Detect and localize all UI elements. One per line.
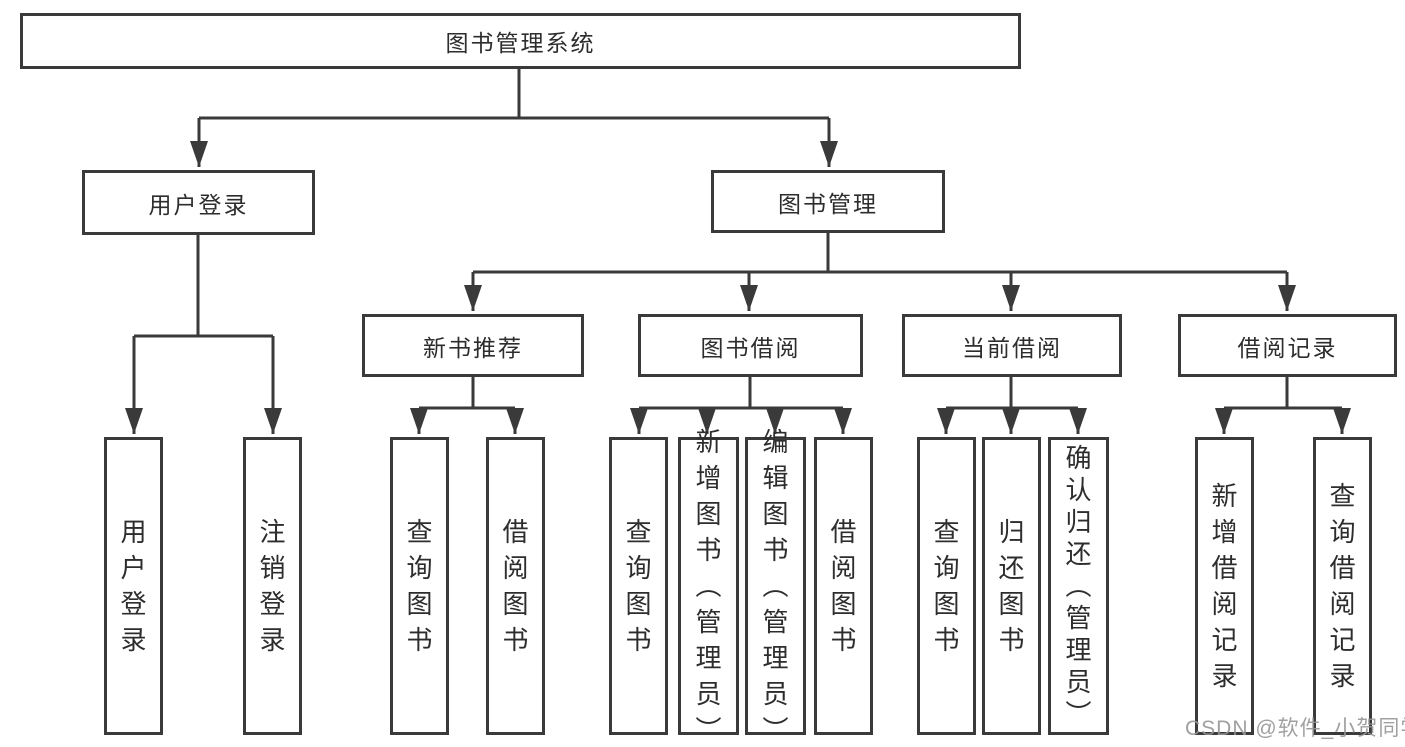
node-user-login-label: 用户登录 [148, 191, 249, 218]
leaf-query-borrow-record: 查询借阅记录 [1313, 437, 1372, 735]
leaf-add-books-admin-label: 新增图书︵管理员︶ [695, 427, 722, 745]
leaf-return-books: 归还图书 [982, 437, 1041, 735]
node-book-management-label: 图书管理 [778, 190, 878, 217]
leaf-query-books-recommend-label: 查询图书 [406, 517, 433, 655]
node-borrow-records-label: 借阅记录 [1237, 334, 1338, 361]
node-user-login: 用户登录 [82, 170, 315, 235]
node-root: 图书管理系统 [20, 13, 1021, 69]
leaf-logout: 注销登录 [243, 437, 302, 735]
leaf-edit-books-admin-label: 编辑图书︵管理员︶ [762, 427, 789, 745]
leaf-query-books-borrow: 查询图书 [609, 437, 668, 735]
leaf-borrow-books: 借阅图书 [814, 437, 873, 735]
node-borrow-records: 借阅记录 [1178, 314, 1397, 377]
leaf-borrow-books-recommend-label: 借阅图书 [502, 517, 529, 655]
leaf-borrow-books-recommend: 借阅图书 [486, 437, 545, 735]
leaf-user-login: 用户登录 [104, 437, 163, 735]
leaf-return-books-label: 归还图书 [998, 517, 1025, 655]
leaf-query-borrow-record-label: 查询借阅记录 [1329, 481, 1356, 691]
leaf-edit-books-admin: 编辑图书︵管理员︶ [745, 427, 806, 745]
watermark: CSDN @软件_小贺同学 [1185, 717, 1405, 740]
leaf-user-login-label: 用户登录 [120, 517, 147, 655]
leaf-add-books-admin: 新增图书︵管理员︶ [678, 427, 739, 745]
node-current-borrow-label: 当前借阅 [962, 334, 1062, 361]
leaf-confirm-return-admin-label: 确认归还︵管理员︶ [1065, 443, 1092, 729]
leaf-query-books-current: 查询图书 [917, 437, 976, 735]
leaf-borrow-books-label: 借阅图书 [830, 517, 857, 655]
leaf-query-books-borrow-label: 查询图书 [625, 517, 652, 655]
leaf-add-borrow-record-label: 新增借阅记录 [1211, 481, 1238, 691]
node-book-borrow-label: 图书借阅 [700, 334, 801, 361]
node-book-management: 图书管理 [711, 170, 945, 233]
leaf-add-borrow-record: 新增借阅记录 [1195, 437, 1254, 735]
node-new-book-recommend: 新书推荐 [362, 314, 584, 377]
leaf-logout-label: 注销登录 [259, 517, 286, 655]
leaf-query-books-current-label: 查询图书 [933, 517, 960, 655]
node-current-borrow: 当前借阅 [902, 314, 1122, 377]
leaf-confirm-return-admin: 确认归还︵管理员︶ [1048, 437, 1109, 735]
node-new-book-recommend-label: 新书推荐 [423, 334, 523, 361]
node-book-borrow: 图书借阅 [638, 314, 863, 377]
leaf-query-books-recommend: 查询图书 [390, 437, 449, 735]
node-root-label: 图书管理系统 [445, 30, 596, 56]
